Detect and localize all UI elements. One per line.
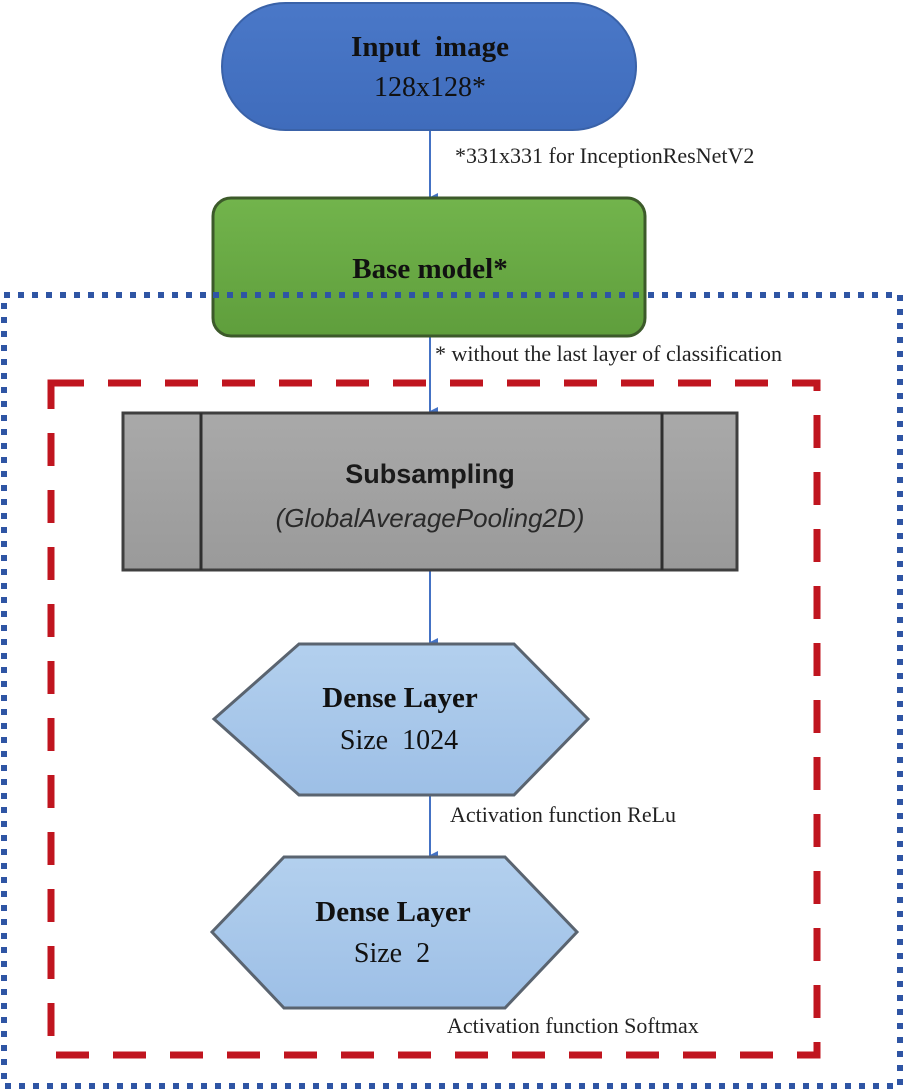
base-model-shape (211, 196, 647, 338)
dense-layer-1024-title: Dense Layer (322, 682, 478, 714)
input-image-title: Input image (351, 31, 509, 63)
base-model-note: * without the last layer of classificati… (435, 341, 782, 366)
dense2-activation-label: Activation function Softmax (447, 1013, 699, 1038)
subsampling-title: Subsampling (345, 459, 515, 489)
input-size-note: *331x331 for InceptionResNetV2 (455, 143, 754, 168)
dense-layer-2-shape (209, 855, 580, 1010)
node-dense-layer-1024: Dense Layer Size 1024 (211, 642, 591, 797)
dense-layer-2-size: Size 2 (354, 938, 430, 969)
node-subsampling: Subsampling (GlobalAveragePooling2D) (121, 411, 739, 572)
input-image-shape (221, 2, 637, 131)
node-base-model: Base model* (211, 196, 647, 338)
subsampling-subtitle: (GlobalAveragePooling2D) (276, 503, 585, 533)
node-input-image: Input image 128x128* (221, 2, 637, 131)
node-dense-layer-2: Dense Layer Size 2 (209, 855, 580, 1010)
inner-dashed-border (47, 379, 821, 1059)
dense-layer-2-title: Dense Layer (315, 896, 471, 928)
dense1-activation-label: Activation function ReLu (450, 802, 676, 827)
dense-layer-1024-size: Size 1024 (340, 725, 458, 756)
subsampling-shape (121, 411, 739, 572)
input-image-size: 128x128* (374, 72, 486, 103)
base-model-title: Base model* (352, 253, 507, 285)
dense-layer-1024-shape (211, 642, 591, 797)
